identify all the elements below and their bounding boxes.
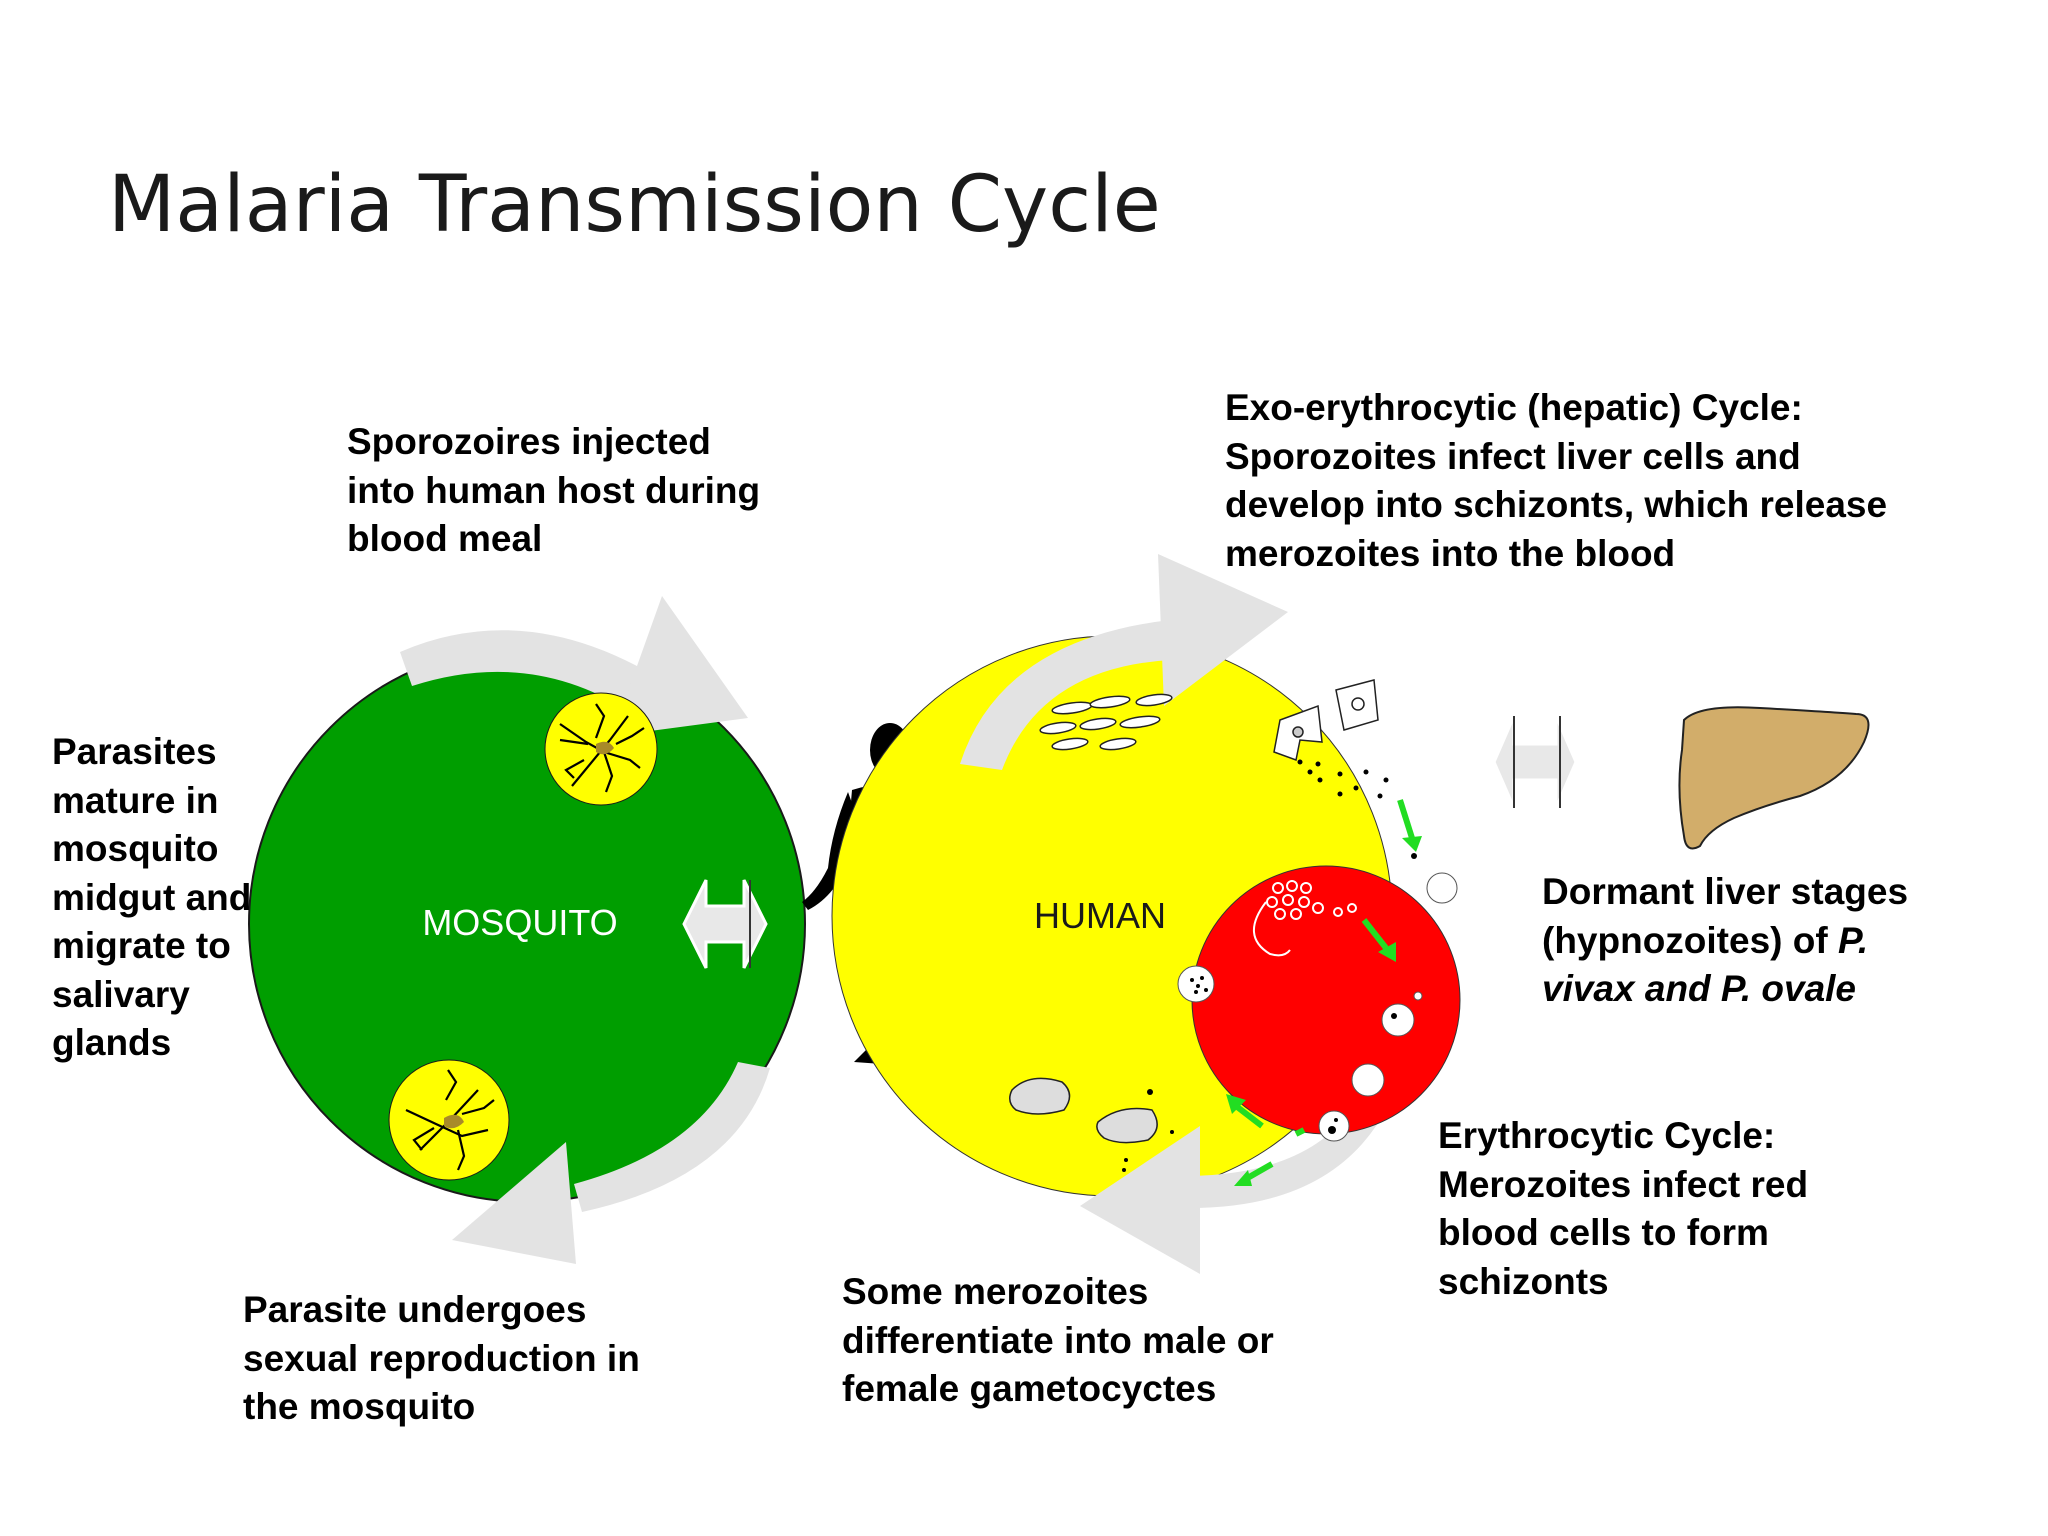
caption-exo-erythrocytic-cycle: Exo-erythrocytic (hepatic) Cycle: Sporoz… [1225,387,1888,574]
slide-title: Malaria Transmission Cycle [108,160,1161,250]
double-arrow-icon [1492,715,1578,809]
mosquito-top-arrowhead [612,596,748,736]
caption-gametocytes: Some merozoites differentiate into male … [842,1271,1274,1409]
caption-erythrocytic-cycle: Erythrocytic Cycle: Merozoites infect re… [1438,1115,1809,1302]
bursting-schizont [1252,880,1357,957]
human-bottom-arrowhead [1080,1126,1200,1274]
infected-red-cells [1177,872,1458,1142]
human-circle-label: HUMAN [1034,895,1166,936]
caption-parasites-mature: Parasites mature in mosquito midgut and … [52,731,252,1063]
human-top-cycle-arrow [960,620,1170,770]
green-arrows [1226,799,1422,1186]
liver-cells [1273,679,1379,762]
mosquito-top-cycle-arrow [400,630,648,712]
caption-sporozoites-injected: Sporozoires injected into human host dur… [347,421,761,559]
mosquito-circle-label: MOSQUITO [422,902,617,943]
gametocytes [1009,1077,1158,1144]
human-cycle: HUMAN [831,554,1461,1274]
caption-sexual-reproduction: Parasite undergoes sexual reproduction i… [243,1289,640,1427]
liver-icon [1678,706,1870,850]
mosquito-icon [388,1059,510,1181]
blood-cells-sketch [1039,693,1173,751]
merozoite-dots [1297,759,1417,859]
gametocyte-dots [1122,1089,1174,1172]
caption-dormant-liver-stages: Dormant liver stages (hypnozoites) of P.… [1542,871,1909,1009]
mosquito-cycle: MOSQUITO [248,596,806,1264]
schizont-dots [1190,976,1397,1134]
mosquito-icon [544,692,658,806]
double-arrow-icon [682,879,768,969]
human-top-arrowhead [1158,554,1288,706]
mosquito-bottom-arrowhead [452,1142,576,1264]
mosquito-bottom-cycle-arrow [574,1062,770,1212]
